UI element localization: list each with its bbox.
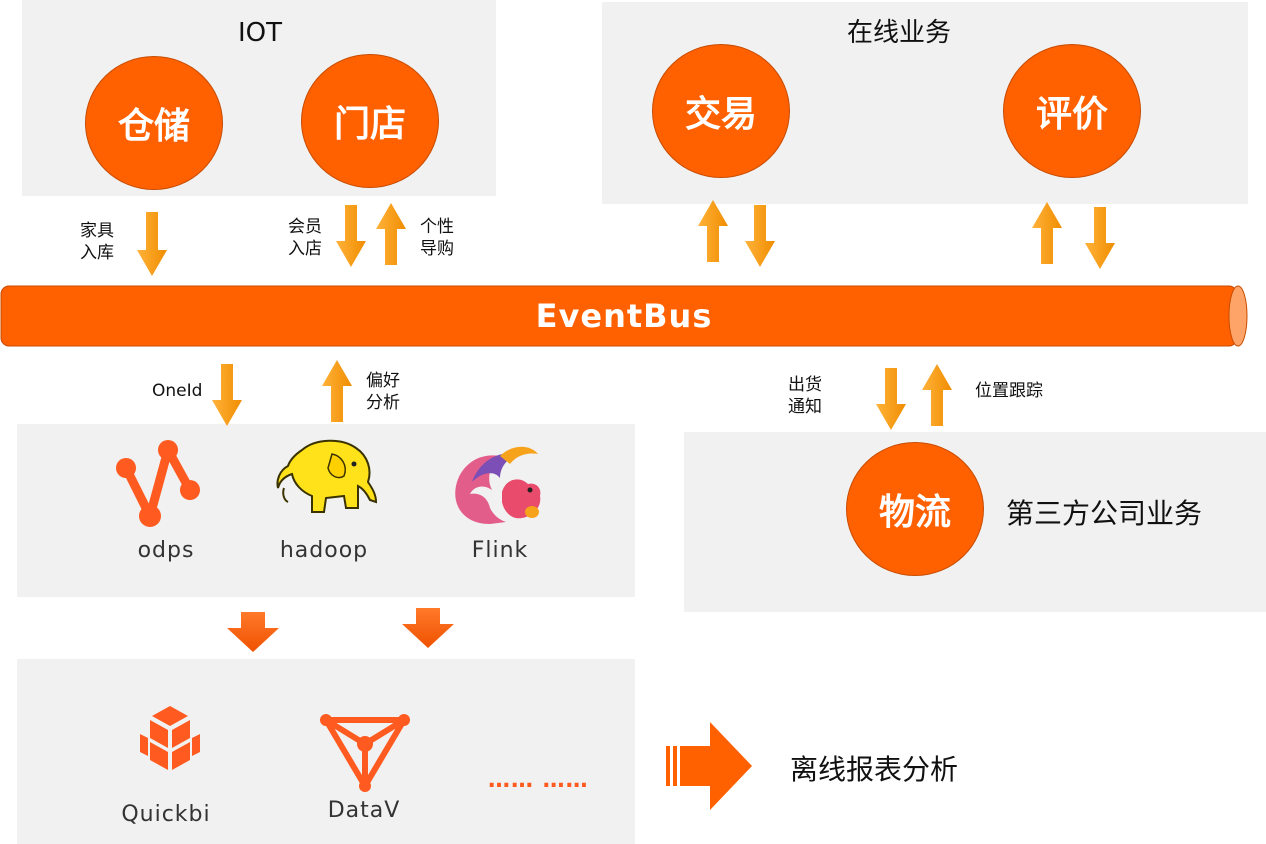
online-business-title: 在线业务 [847,18,952,48]
datav-label: DataV [327,798,401,823]
bi-panel [17,659,635,844]
label-shipping-notice: 出货通知 [788,375,822,417]
flink-squirrel-icon [455,446,541,524]
label-furniture-storage: 家具入库 [80,221,114,263]
trade-node: 交易 [652,44,790,178]
label-preference-analysis: 偏好分析 [366,371,400,413]
arrow-down-shipping [876,368,906,430]
arrow-down-furniture [137,212,167,276]
arrow-up-trade [698,200,728,262]
logistics-node: 物流 [846,442,984,576]
eventbus-pipe [0,285,1248,347]
arrow-down-oneid [212,364,242,426]
arrow-right-result [666,722,752,810]
store-node: 门店 [301,54,439,188]
offline-report-analysis: 离线报表分析 [790,753,959,786]
arrow-down-member [336,205,366,267]
more-ellipsis: …… …… [488,768,589,793]
label-member-entry: 会员入店 [288,217,322,259]
arrow-down-trade [745,205,775,267]
quickbi-label: Quickbi [121,802,211,827]
arrow-up-guide [376,203,406,265]
third-party-title: 第三方公司业务 [1006,497,1203,530]
odps-icon [116,440,200,527]
hadoop-label: hadoop [279,538,369,563]
arrow-down-review [1085,207,1115,269]
label-personal-shopping: 个性导购 [420,217,454,259]
warehouse-node: 仓储 [85,56,223,190]
datav-triangle-icon [320,714,410,792]
flink-label: Flink [471,538,529,563]
label-location-tracking: 位置跟踪 [975,381,1043,401]
arrow-down-to-bi-right [402,608,454,648]
odps-label: odps [137,538,195,563]
arrow-up-review [1032,202,1062,264]
hadoop-elephant-icon [276,439,378,513]
quickbi-cube-icon [140,706,200,770]
label-oneid: OneId [152,381,203,401]
review-node: 评价 [1003,44,1141,178]
eventbus-label: EventBus [535,297,713,335]
iot-title: IOT [238,18,283,48]
arrow-down-to-bi-left [227,612,279,652]
arrow-up-tracking [922,364,952,426]
arrow-up-preference [322,360,352,422]
